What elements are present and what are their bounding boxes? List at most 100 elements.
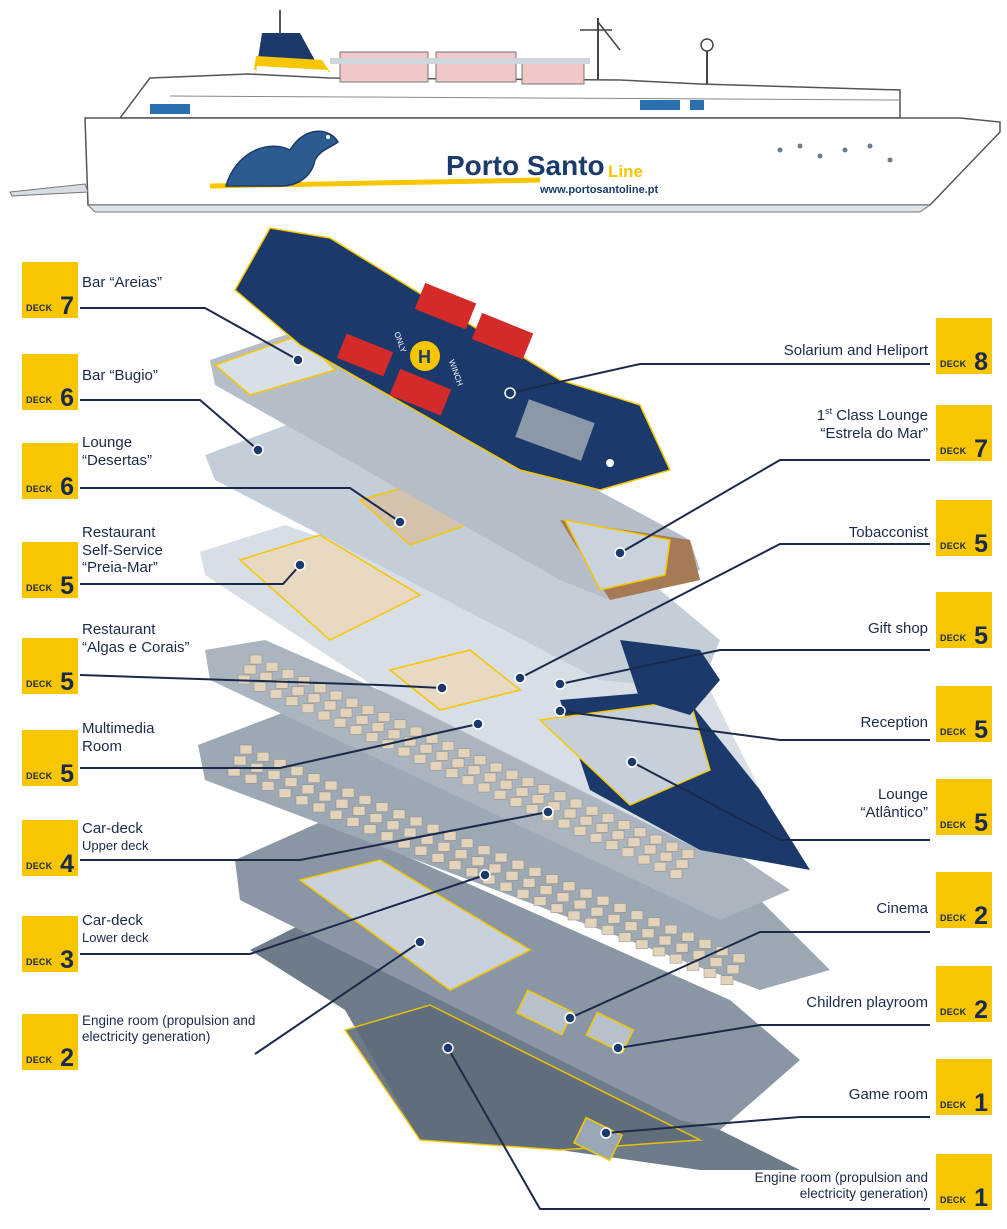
deck-word: DECK <box>940 1007 967 1017</box>
label-line: “Desertas” <box>82 451 153 469</box>
leader-line-first-class-lounge <box>619 459 930 554</box>
label-line: Solarium and Heliport <box>783 342 928 359</box>
leader-line-engine-room-2 <box>254 941 421 1055</box>
svg-text:H: H <box>418 347 431 367</box>
label-line: Upper deck <box>82 837 149 853</box>
deck-3-plan <box>198 710 830 990</box>
label-cinema: Cinema <box>876 900 928 918</box>
label-line: Car-deck <box>82 912 143 929</box>
label-line: Restaurant <box>82 621 156 638</box>
brand-name: Porto Santo <box>446 150 605 181</box>
deck-number: 7 <box>974 435 988 463</box>
leader-line-car-deck-upper <box>80 811 549 861</box>
deck-word: DECK <box>940 633 967 643</box>
deck-word: DECK <box>26 679 53 689</box>
brand-website: www.portosantoline.pt <box>539 184 658 196</box>
label-bar-bugio: Bar “Bugio” <box>82 367 158 385</box>
deck-word: DECK <box>940 727 967 737</box>
label-line: Engine room (propulsion and <box>82 1013 256 1028</box>
deck-word: DECK <box>26 771 53 781</box>
deck-number: 6 <box>60 473 74 501</box>
deck-word: DECK <box>26 484 53 494</box>
deck-number: 5 <box>60 760 74 788</box>
deck-number: 7 <box>60 292 74 320</box>
label-line: Lower deck <box>82 929 149 945</box>
leader-dot <box>472 718 484 730</box>
deck-number: 5 <box>974 622 988 650</box>
deck-word: DECK <box>26 303 53 313</box>
leader-line-cinema <box>569 931 930 1019</box>
leader-dot <box>554 705 566 717</box>
deck-word: DECK <box>940 541 967 551</box>
leader-line-tobacconist <box>519 543 930 679</box>
deck-word: DECK <box>940 913 967 923</box>
label-line: Self-Service <box>82 541 163 559</box>
deck-number: 3 <box>60 946 74 974</box>
label-solarium-heliport: Solarium and Heliport <box>784 342 928 360</box>
label-line: “Algas e Corais” <box>82 638 190 656</box>
label-line: electricity generation) <box>82 1028 211 1044</box>
deck-word: DECK <box>26 395 53 405</box>
leader-dot <box>442 1042 454 1054</box>
deck-number: 4 <box>60 850 74 878</box>
deck-badge-bar-areias: DECK 7 <box>22 262 78 320</box>
leader-line-children-playroom <box>617 1024 930 1049</box>
deck-number: 6 <box>60 384 74 412</box>
deck-word: DECK <box>940 820 967 830</box>
brand-suffix: Line <box>608 162 643 181</box>
deck-number: 1 <box>974 1184 988 1212</box>
label-children-playroom: Children playroom <box>806 994 928 1012</box>
label-line: “Atlântico” <box>860 803 928 821</box>
leader-line-restaurant-algas <box>79 674 443 689</box>
deck-number: 1 <box>974 1089 988 1117</box>
leader-line-bar-bugio <box>80 399 259 451</box>
label-line: Bar “Bugio” <box>82 367 158 384</box>
leader-dot <box>252 444 264 456</box>
label-bar-areias: Bar “Areias” <box>82 274 162 292</box>
label-line: Bar “Areias” <box>82 274 163 291</box>
deck-word: DECK <box>26 1055 53 1065</box>
deck-word: DECK <box>940 446 967 456</box>
label-line: Children playroom <box>806 994 928 1011</box>
label-tobacconist: Tobacconist <box>849 524 928 542</box>
deck-word: DECK <box>940 1195 967 1205</box>
deck-badge-first-class-lounge: DECK 7 <box>936 405 992 463</box>
leader-line-lounge-atlantico <box>631 761 930 841</box>
deck-badge-game-room: DECK 1 <box>936 1059 992 1117</box>
label-game-room: Game room <box>849 1086 928 1104</box>
deck-word: DECK <box>26 861 53 871</box>
deck-number: 5 <box>974 809 988 837</box>
deck-word: DECK <box>26 957 53 967</box>
leader-dot <box>294 559 306 571</box>
leader-dot <box>600 1127 612 1139</box>
leader-dot <box>564 1012 576 1024</box>
label-line: Tobacconist <box>848 524 928 541</box>
label-restaurant-algas: Restaurant“Algas e Corais” <box>82 621 190 656</box>
deck-badge-multimedia-room: DECK 5 <box>22 730 78 788</box>
label-line: “Estrela do Mar” <box>820 424 928 442</box>
deck-word: DECK <box>940 1100 967 1110</box>
leader-line-reception <box>559 710 930 741</box>
label-line: electricity generation) <box>799 1185 928 1201</box>
leader-line-engine-room-1 <box>447 1047 930 1210</box>
deck-word: DECK <box>940 359 967 369</box>
label-line: Room <box>82 737 123 755</box>
label-line: Car-deck <box>82 820 143 837</box>
leader-dot <box>614 547 626 559</box>
deck-badge-lounge-atlantico: DECK 5 <box>936 779 992 837</box>
leader-dot <box>414 936 426 948</box>
label-line: Multimedia <box>82 720 155 737</box>
deck-badge-engine-room-1: DECK 1 <box>936 1154 992 1212</box>
